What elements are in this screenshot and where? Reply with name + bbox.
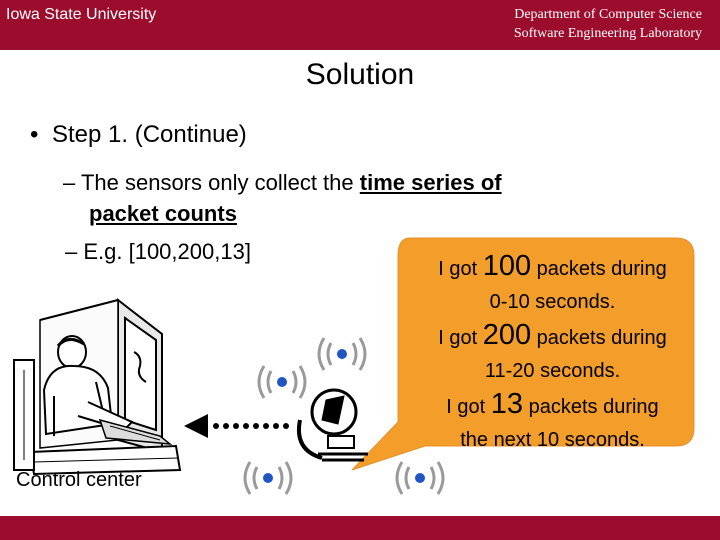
satellite-dish-icon [297, 388, 368, 462]
sub-bullet-sensors-text: – The sensors only collect the [63, 170, 360, 195]
callout-timespan: 11-20 seconds. [484, 360, 621, 382]
emphasis-packet-counts: packet counts [89, 201, 237, 226]
department-name: Department of Computer Science Software … [514, 5, 702, 43]
packet-count: 200 [482, 319, 532, 351]
wireless-sensor-icon [243, 461, 293, 495]
bullet-dot: • [30, 121, 39, 148]
bullet-step1: • Step 1. (Continue) [30, 121, 247, 149]
lab-line: Software Engineering Laboratory [513, 26, 702, 41]
slide-title: Solution [305, 58, 415, 91]
wireless-sensor-icon [257, 365, 307, 399]
callout-line: I got 200 packets during [395, 319, 710, 355]
callout-suffix: packets during [531, 258, 667, 280]
packet-count: 100 [482, 250, 532, 282]
emphasis-time-series: time series of [359, 170, 502, 195]
speech-callout [351, 237, 695, 471]
callout-suffix: packets during [523, 396, 659, 418]
callout-line: I got 13 packets during [395, 388, 710, 424]
callout-prefix: I got [438, 258, 483, 280]
department-line: Department of Computer Science [514, 7, 702, 22]
callout-line: I got 100 packets during [395, 250, 710, 286]
packet-count: 13 [490, 388, 524, 420]
callout-text: I got 100 packets during 0-10 seconds. I… [395, 250, 710, 457]
wireless-sensor-icon [317, 337, 367, 371]
wireless-sensor-icon [395, 461, 445, 495]
sub-bullet-example: – E.g. [100,200,13] [65, 239, 251, 264]
callout-suffix: packets during [531, 327, 667, 349]
dotted-arrow-to-control-center [184, 414, 289, 438]
person-at-computer-icon [13, 297, 182, 476]
header-bar: Iowa State University Department of Comp… [0, 0, 720, 50]
bullet-step1-text: Step 1. (Continue) [52, 121, 247, 148]
sub-bullet-sensors: – The sensors only collect the time seri… [63, 167, 502, 229]
callout-prefix: I got [438, 327, 483, 349]
footer-bar [0, 516, 720, 540]
callout-timespan: 0-10 seconds. [489, 291, 616, 313]
callout-prefix: I got [446, 396, 491, 418]
callout-timespan: the next 10 seconds. [460, 429, 645, 451]
control-center-label: Control center [16, 469, 142, 491]
university-name: Iowa State University [6, 6, 157, 23]
